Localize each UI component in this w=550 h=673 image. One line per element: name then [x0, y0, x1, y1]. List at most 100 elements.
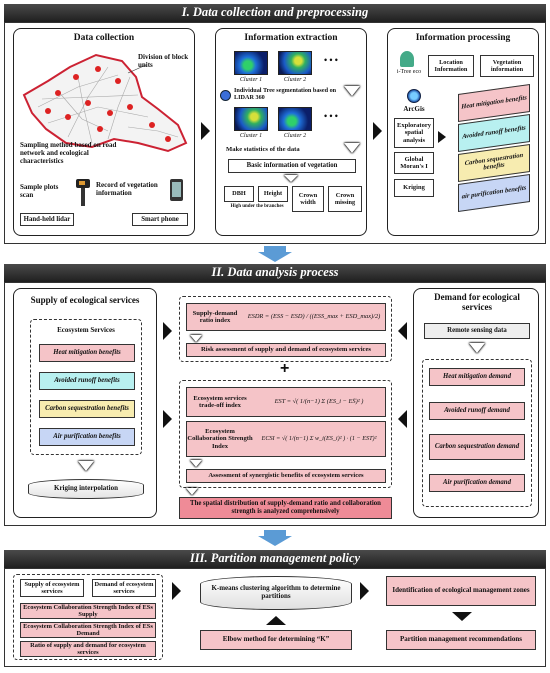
- dbh-box: DBH: [224, 186, 254, 202]
- dots: • • •: [324, 55, 338, 65]
- data-collection-panel: Data collection Division of block units …: [13, 28, 195, 236]
- cluster-1-image: [234, 51, 268, 75]
- sampling-label: Sampling method based on road network an…: [20, 141, 117, 166]
- est-formula: EST = √( 1/(n−1) Σ (ES_i − ES̄)² ): [274, 398, 364, 406]
- demand-dashed-box: Heat mitigation demand Avoided runoff de…: [422, 359, 532, 507]
- sample-plots-label: Sample plots scan: [20, 183, 59, 199]
- section-1-frame: [4, 22, 546, 244]
- supply-panel: Supply of ecological services Ecosystem …: [13, 288, 157, 518]
- indicator-group: Supply of ecosystem services Demand of e…: [13, 574, 163, 660]
- est-box: Ecosystem services trade-off index EST =…: [186, 387, 386, 417]
- basic-info-box: Basic information of vegetation: [228, 159, 356, 173]
- risk-box: Risk assessment of supply and demand of …: [186, 343, 386, 357]
- down-arrow-icon: [452, 612, 472, 621]
- esdr-box: Supply-demand ratio index ESDR = (ESS − …: [186, 303, 386, 331]
- cluster-2-seg-image: [278, 107, 312, 131]
- block-map: [22, 53, 188, 153]
- remote-box: Remote sensing data: [424, 323, 530, 339]
- high-under-label: High under the branches: [230, 204, 284, 209]
- arrow-right-icon: [201, 122, 210, 140]
- supply-runoff: Avoided runoff benefits: [39, 372, 135, 390]
- arcgis-label: ArcGis: [403, 105, 425, 113]
- section-3-banner: III. Partition management policy: [4, 550, 546, 568]
- vegetation-box: Vegetation information: [480, 55, 534, 77]
- esdr-label: Supply-demand ratio index: [192, 309, 238, 324]
- ecsi-supply-box: Ecosystem Collaboration Strength Index o…: [20, 603, 156, 619]
- lidar360-icon: [220, 90, 231, 101]
- crown-width-box: Crown width: [292, 186, 324, 212]
- down-arrow-icon: [186, 488, 198, 495]
- down-arrow-icon: [190, 335, 202, 342]
- demand-air: Air purification demand: [429, 474, 525, 492]
- cluster-2-label: Cluster 2: [283, 77, 307, 83]
- arcgis-icon: [407, 89, 421, 103]
- panel-title: Information processing: [415, 33, 511, 43]
- itree-label: i-Tree eco: [396, 69, 422, 75]
- section-1-banner: I. Data collection and preprocessing: [4, 4, 546, 22]
- demand-es-box: Demand of ecosystem services: [92, 579, 156, 597]
- esdr-formula: ESDR = (ESS − ESD) / ((ESS_max + ESD_max…: [247, 313, 381, 321]
- height-box: Height: [258, 186, 288, 202]
- section-2-frame: [4, 282, 546, 526]
- sdr-group: Supply-demand ratio index ESDR = (ESS − …: [179, 296, 392, 362]
- demand-carbon: Carbon sequestration demand: [429, 434, 525, 460]
- demand-heat: Heat mitigation demand: [429, 368, 525, 386]
- smartphone-icon: [170, 179, 183, 201]
- arrow-left-icon: [398, 410, 407, 428]
- elbow-box: Elbow method for determining “K”: [200, 630, 352, 650]
- section-down-arrow-icon: [258, 246, 292, 262]
- segmentation-label: Individual Tree segmentation based on LI…: [234, 87, 337, 101]
- plus-sign: +: [280, 360, 290, 377]
- kmeans-cylinder: K-means clustering algorithm to determin…: [200, 576, 352, 610]
- ecsi-formula: ECSI = √( 1/(n−1) Σ w_i(ES_i)² ) · (1 − …: [261, 434, 377, 442]
- section-3-frame: [4, 568, 546, 667]
- arrow-right-icon: [163, 322, 172, 340]
- down-arrow-icon: [469, 343, 485, 353]
- stats-label: Make statistics of the data: [226, 146, 300, 153]
- panel-title: Information extraction: [244, 33, 338, 43]
- synergy-box: Assessment of synergistic benefits of ec…: [186, 469, 386, 483]
- spatial-box: The spatial distribution of supply-deman…: [179, 497, 392, 519]
- up-arrow-icon: [266, 616, 286, 625]
- synergy-group: Ecosystem services trade-off index EST =…: [179, 380, 392, 488]
- section-down-arrow-icon: [258, 530, 292, 546]
- ratio-box: Ratio of supply and demand for ecosystem…: [20, 641, 156, 657]
- exploratory-box: Exploratory spatial analysis: [394, 118, 434, 148]
- arrow-right-icon: [360, 582, 369, 600]
- ecsi-demand-box: Ecosystem Collaboration Strength Index o…: [20, 622, 156, 638]
- layer-stack: Heat mitigation benefits Avoided runoff …: [450, 83, 536, 213]
- arrow-left-icon: [398, 322, 407, 340]
- record-label: Record of vegetation information: [96, 181, 158, 197]
- cluster-2-label: Cluster 2: [283, 133, 307, 139]
- down-arrow-icon: [78, 461, 94, 471]
- section-2-banner: II. Data analysis process: [4, 264, 546, 282]
- arrow-right-icon: [163, 410, 172, 428]
- arrow-right-icon: [172, 582, 181, 600]
- right-arrow-icon: [438, 131, 446, 143]
- location-box: Location Information: [428, 55, 474, 77]
- crown-missing-box: Crown missing: [328, 186, 362, 212]
- division-label: Division of block units: [138, 53, 189, 69]
- demand-panel: Demand for ecological services Remote se…: [413, 288, 539, 518]
- down-arrow-icon: [344, 86, 360, 96]
- panel-title: Supply of ecological services: [30, 295, 140, 305]
- kriging-cylinder: Kriging interpolation: [28, 479, 144, 499]
- supply-heat: Heat mitigation benefits: [39, 344, 135, 362]
- down-arrow-icon: [190, 460, 202, 467]
- ecsi-label: Ecosystem Collaboration Strength Index: [187, 427, 253, 450]
- phone-box: Smart phone: [132, 213, 188, 226]
- information-processing-panel: Information processing i-Tree eco Locati…: [387, 28, 539, 236]
- supply-carbon: Carbon sequestration benefits: [39, 400, 135, 418]
- cluster-1-label: Cluster 1: [239, 77, 263, 83]
- cluster-2-image: [278, 51, 312, 75]
- supply-air: Air purification benefits: [39, 428, 135, 446]
- down-arrow-icon: [284, 175, 298, 182]
- itree-icon: [400, 51, 414, 67]
- lidar-device-icon: [76, 179, 90, 207]
- est-label: Ecosystem services trade-off index: [193, 394, 247, 409]
- kriging-box: Kriging: [394, 179, 434, 197]
- information-extraction-panel: Information extraction • • • Cluster 1 C…: [215, 28, 367, 236]
- morans-box: Global Moran's I: [394, 152, 434, 174]
- supply-es-box: Supply of ecosystem services: [20, 579, 84, 597]
- panel-title: Demand for ecological services: [434, 292, 520, 312]
